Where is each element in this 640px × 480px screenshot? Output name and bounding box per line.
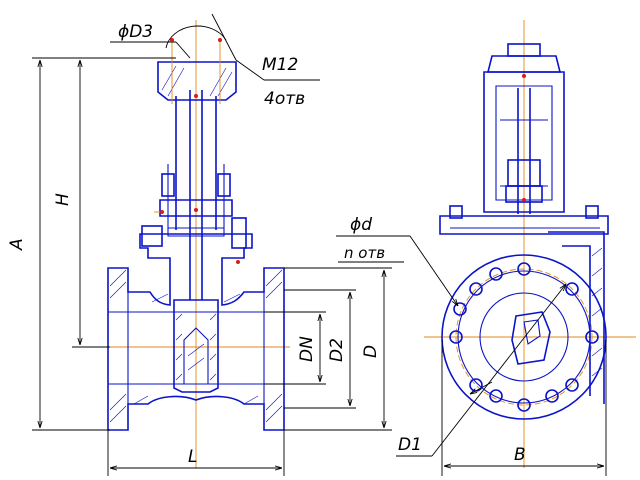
label-b: B [514, 445, 526, 465]
label-d2: D2 [327, 338, 347, 362]
label-l: L [188, 447, 197, 467]
dimension-labels: ϕD3 M12 4отв A H L DN D2 D ϕd n отв D1 B [7, 22, 526, 467]
side-flange [441, 254, 607, 420]
label-phi-d3: ϕD3 [118, 22, 153, 42]
label-m12: M12 [262, 55, 298, 75]
label-phi-d: ϕd [350, 215, 372, 235]
label-d: D [361, 345, 381, 358]
label-h: H [53, 193, 73, 206]
gate-wedge [173, 299, 219, 393]
valve-body [107, 233, 285, 431]
label-dn: DN [297, 336, 317, 362]
label-d1: D1 [398, 435, 422, 455]
label-4-holes: 4отв [264, 89, 305, 109]
top-nut [157, 61, 237, 101]
front-view [32, 13, 392, 476]
bolt-holes [449, 262, 599, 412]
label-a: A [7, 238, 27, 251]
side-view [336, 20, 636, 476]
label-n-holes: n отв [344, 244, 385, 262]
